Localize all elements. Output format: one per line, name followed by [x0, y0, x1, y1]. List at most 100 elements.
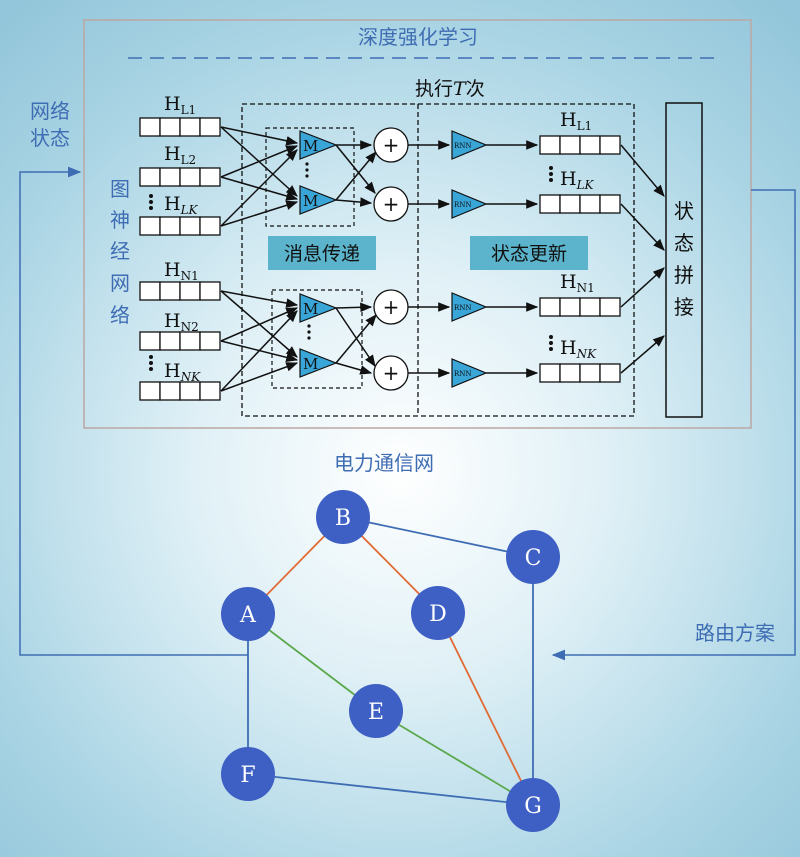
svg-text:+: + — [383, 295, 400, 319]
svg-text:HL1: HL1 — [164, 93, 196, 117]
input-label-hn1: HN1 — [164, 259, 199, 283]
output-vector — [539, 363, 621, 383]
state-feedback-arrow — [19, 166, 248, 656]
svg-text:+: + — [383, 361, 400, 385]
gnn-label: 图 神 经 网 络 — [110, 177, 130, 327]
input-vector — [139, 331, 221, 351]
svg-text:经: 经 — [110, 239, 130, 263]
svg-text:+: + — [383, 192, 400, 216]
m-group-bottom — [271, 289, 363, 389]
node-label: A — [239, 603, 257, 628]
input-hidden-states — [139, 117, 221, 401]
input-label-hl2: HL2 — [164, 143, 196, 167]
svg-text:HNK: HNK — [560, 337, 597, 361]
node-c: C — [506, 530, 560, 584]
svg-text:M: M — [303, 300, 318, 318]
input-label-hnk: HNK — [164, 360, 201, 384]
input-to-message-arrows — [220, 126, 299, 392]
edge-d-g — [437, 612, 534, 806]
svg-text:络: 络 — [110, 303, 130, 327]
rnn-triangle — [451, 189, 488, 219]
edge-e-g — [375, 710, 534, 806]
svg-text:HL2: HL2 — [164, 143, 196, 167]
svg-text:M: M — [303, 137, 318, 155]
node-b: B — [316, 490, 370, 544]
svg-text:HLK: HLK — [164, 193, 199, 217]
output-vector — [539, 297, 621, 317]
m-triangle — [299, 348, 338, 378]
input-vector — [139, 381, 221, 401]
output-vector — [539, 194, 621, 214]
message-passing-box — [268, 236, 376, 270]
rnn-triangle — [451, 358, 488, 388]
input-label-hn2: HN2 — [164, 310, 199, 334]
rnn-to-output-arrows — [486, 140, 539, 378]
message-to-aggregate-arrows — [335, 140, 377, 375]
input-label-hl1: HL1 — [164, 93, 196, 117]
message-functions: M M M M — [299, 130, 338, 378]
edge-f-g — [247, 773, 534, 806]
node-label: E — [368, 700, 384, 725]
svg-text:HN1: HN1 — [560, 271, 595, 295]
drl-frame — [83, 19, 752, 429]
state-concat-box — [665, 102, 703, 418]
network-state-label-2: 状态 — [30, 126, 70, 150]
edge-b-c — [342, 516, 534, 558]
input-label-hlk: HLK — [164, 193, 199, 217]
output-vector — [539, 135, 621, 155]
output-label-hnk: HNK — [560, 337, 597, 361]
node-e: E — [349, 684, 403, 738]
output-label-hl1: HL1 — [560, 109, 592, 133]
m-triangle — [299, 130, 338, 160]
svg-text:神: 神 — [110, 208, 130, 232]
svg-text:M: M — [303, 192, 318, 210]
svg-text:+: + — [383, 133, 400, 157]
network-title: 电力通信网 — [334, 451, 434, 475]
svg-text:状: 状 — [674, 199, 694, 223]
routing-scheme-label: 路由方案 — [695, 621, 775, 645]
svg-text:RNN: RNN — [454, 142, 472, 150]
routing-feedback-arrow — [551, 189, 796, 661]
message-passing-label: 消息传递 — [284, 243, 360, 265]
svg-text:HN1: HN1 — [164, 259, 199, 283]
node-label: D — [429, 602, 447, 627]
svg-text:M: M — [303, 355, 318, 373]
loop-box — [241, 103, 635, 417]
node-g: G — [506, 778, 560, 832]
m-group-top — [265, 127, 355, 227]
state-update-label: 状态更新 — [491, 243, 567, 265]
rnn-units: RNN RNN RNN RNN — [451, 130, 488, 388]
state-update-box — [470, 236, 588, 270]
node-f: F — [221, 747, 275, 801]
drl-title: 深度强化学习 — [358, 25, 478, 49]
svg-text:RNN: RNN — [454, 304, 472, 312]
node-label: F — [240, 763, 255, 788]
svg-text:HNK: HNK — [164, 360, 201, 384]
svg-text:接: 接 — [674, 295, 694, 319]
graph-edges — [247, 516, 534, 806]
node-label: C — [525, 546, 542, 571]
input-vector — [139, 117, 221, 137]
svg-text:RNN: RNN — [454, 370, 472, 378]
input-vector — [139, 167, 221, 187]
loop-label: 执行T次 — [415, 78, 485, 100]
graph-nodes: A B C D E F G — [221, 490, 560, 832]
input-vector — [139, 216, 221, 236]
rnn-triangle — [451, 292, 488, 322]
svg-text:拼: 拼 — [674, 263, 694, 287]
node-label: B — [335, 506, 351, 531]
input-vector — [139, 281, 221, 301]
output-hidden-states — [539, 135, 621, 383]
node-label: G — [524, 794, 542, 819]
svg-text:执行T次: 执行T次 — [415, 78, 485, 100]
svg-text:HL1: HL1 — [560, 109, 592, 133]
svg-text:HN2: HN2 — [164, 310, 199, 334]
node-d: D — [411, 586, 465, 640]
node-a: A — [221, 587, 275, 641]
output-label-hlk: HLK — [560, 168, 595, 192]
rnn-triangle — [451, 130, 488, 160]
m-triangle — [299, 293, 338, 323]
svg-text:态: 态 — [674, 231, 694, 255]
svg-text:RNN: RNN — [454, 201, 472, 209]
